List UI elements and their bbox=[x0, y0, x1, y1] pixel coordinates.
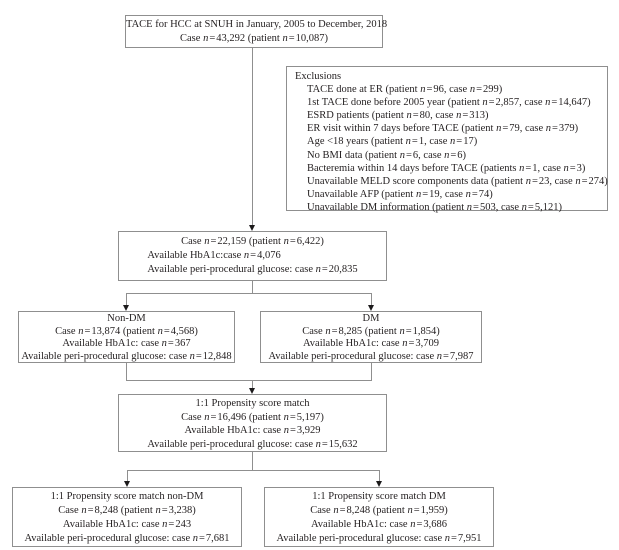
box-text-line: Available peri-procedural glucose: case … bbox=[24, 533, 230, 544]
availability-block: Available HbA1c:case n=4,076 Available p… bbox=[147, 249, 357, 277]
exclusion-item: TACE done at ER (patient n=96, case n=29… bbox=[307, 84, 503, 96]
connector-line bbox=[379, 470, 380, 482]
box-text-line: Case n=8,285 (patient n=1,854) bbox=[302, 325, 440, 337]
arrow-down-icon bbox=[367, 305, 374, 311]
connector-line bbox=[126, 293, 372, 294]
connector-line bbox=[252, 380, 253, 389]
box-text-line: Available HbA1c: case n=3,686 bbox=[310, 519, 448, 530]
box-text-line: Case n=22,159 (patient n=6,422) bbox=[181, 236, 324, 247]
box-title: 1:1 Propensity score match bbox=[195, 398, 310, 409]
exclusion-item: ESRD patients (patient n=80, case n=313) bbox=[307, 110, 489, 122]
arrow-down-icon bbox=[375, 481, 382, 487]
box-text-line: Case n=8,248 (patient n=1,959) bbox=[310, 505, 448, 516]
connector-line bbox=[252, 281, 253, 294]
box-text-line: Available HbA1c: case n=3,709 bbox=[302, 338, 440, 349]
box-title: 1:1 Propensity score match DM bbox=[312, 491, 446, 502]
arrow-down-icon bbox=[248, 388, 255, 394]
exclusion-item: 1st TACE done before 2005 year (patient … bbox=[307, 97, 591, 109]
connector-line bbox=[371, 363, 372, 381]
arrow-down-icon bbox=[248, 225, 255, 231]
non-dm-box: Non-DM Case n=13,874 (patient n=4,568) A… bbox=[18, 311, 235, 363]
exclusion-item: Age <18 years (patient n=1, case n=17) bbox=[307, 136, 478, 148]
box-text-line: Case n=43,292 (patient n=10,087) bbox=[180, 33, 328, 44]
box-text-line: Available HbA1c:case n=4,076 bbox=[147, 250, 281, 261]
exclusions-title: Exclusions bbox=[295, 71, 342, 82]
connector-line bbox=[127, 470, 380, 471]
box-text-line: Available peri-procedural glucose: case … bbox=[21, 350, 232, 362]
box-text-line: Available HbA1c: case n=243 bbox=[62, 519, 192, 530]
connector-line bbox=[127, 470, 128, 482]
exclusion-item: Bacteremia within 14 days before TACE (p… bbox=[307, 162, 586, 174]
exclusion-item: No BMI data (patient n=6, case n=6) bbox=[307, 149, 467, 161]
box-title: 1:1 Propensity score match non-DM bbox=[50, 491, 204, 502]
exclusion-item: ER visit within 7 days before TACE (pati… bbox=[307, 123, 579, 135]
box-text-line: Case n=13,874 (patient n=4,568) bbox=[55, 325, 198, 337]
box-text-line: Case n=16,496 (patient n=5,197) bbox=[181, 411, 324, 423]
box-text-line: Available HbA1c: case n=367 bbox=[62, 338, 191, 349]
connector-line bbox=[252, 48, 253, 226]
connector-line bbox=[126, 363, 127, 381]
propensity-match-box: 1:1 Propensity score match Case n=16,496… bbox=[118, 394, 387, 452]
arrow-down-icon bbox=[123, 481, 130, 487]
connector-line bbox=[252, 452, 253, 471]
exclusion-item: Unavailable DM information (patient n=50… bbox=[307, 201, 562, 213]
connector-line bbox=[126, 380, 372, 381]
box-text-line: Available peri-procedural glucose: case … bbox=[147, 438, 358, 450]
propensity-match-dm-box: 1:1 Propensity score match DM Case n=8,2… bbox=[264, 487, 494, 547]
box-title: Non-DM bbox=[107, 313, 146, 324]
box-text-line: Available peri-procedural glucose: case … bbox=[268, 350, 474, 362]
arrow-down-icon bbox=[122, 305, 129, 311]
box-text-line: Available peri-procedural glucose: case … bbox=[147, 264, 358, 275]
box-text-line: Case n=8,248 (patient n=3,238) bbox=[58, 505, 196, 516]
eligible-cases-box: Case n=22,159 (patient n=6,422) Availabl… bbox=[118, 231, 387, 281]
box-text-line: Available HbA1c: case n=3,929 bbox=[184, 425, 321, 436]
exclusion-item: Unavailable MELD score components data (… bbox=[307, 175, 608, 187]
propensity-match-non-dm-box: 1:1 Propensity score match non-DM Case n… bbox=[12, 487, 242, 547]
dm-box: DM Case n=8,285 (patient n=1,854) Availa… bbox=[260, 311, 482, 363]
box-text-line: TACE for HCC at SNUH in January, 2005 to… bbox=[126, 19, 388, 30]
connector-line bbox=[126, 293, 127, 306]
connector-line bbox=[371, 293, 372, 306]
exclusion-item: Unavailable AFP (patient n=19, case n=74… bbox=[307, 188, 493, 200]
exclusions-box: Exclusions TACE done at ER (patient n=96… bbox=[286, 66, 608, 213]
study-population-box: TACE for HCC at SNUH in January, 2005 to… bbox=[125, 15, 388, 48]
box-text-line: Available peri-procedural glucose: case … bbox=[276, 533, 482, 544]
box-title: DM bbox=[362, 313, 380, 324]
